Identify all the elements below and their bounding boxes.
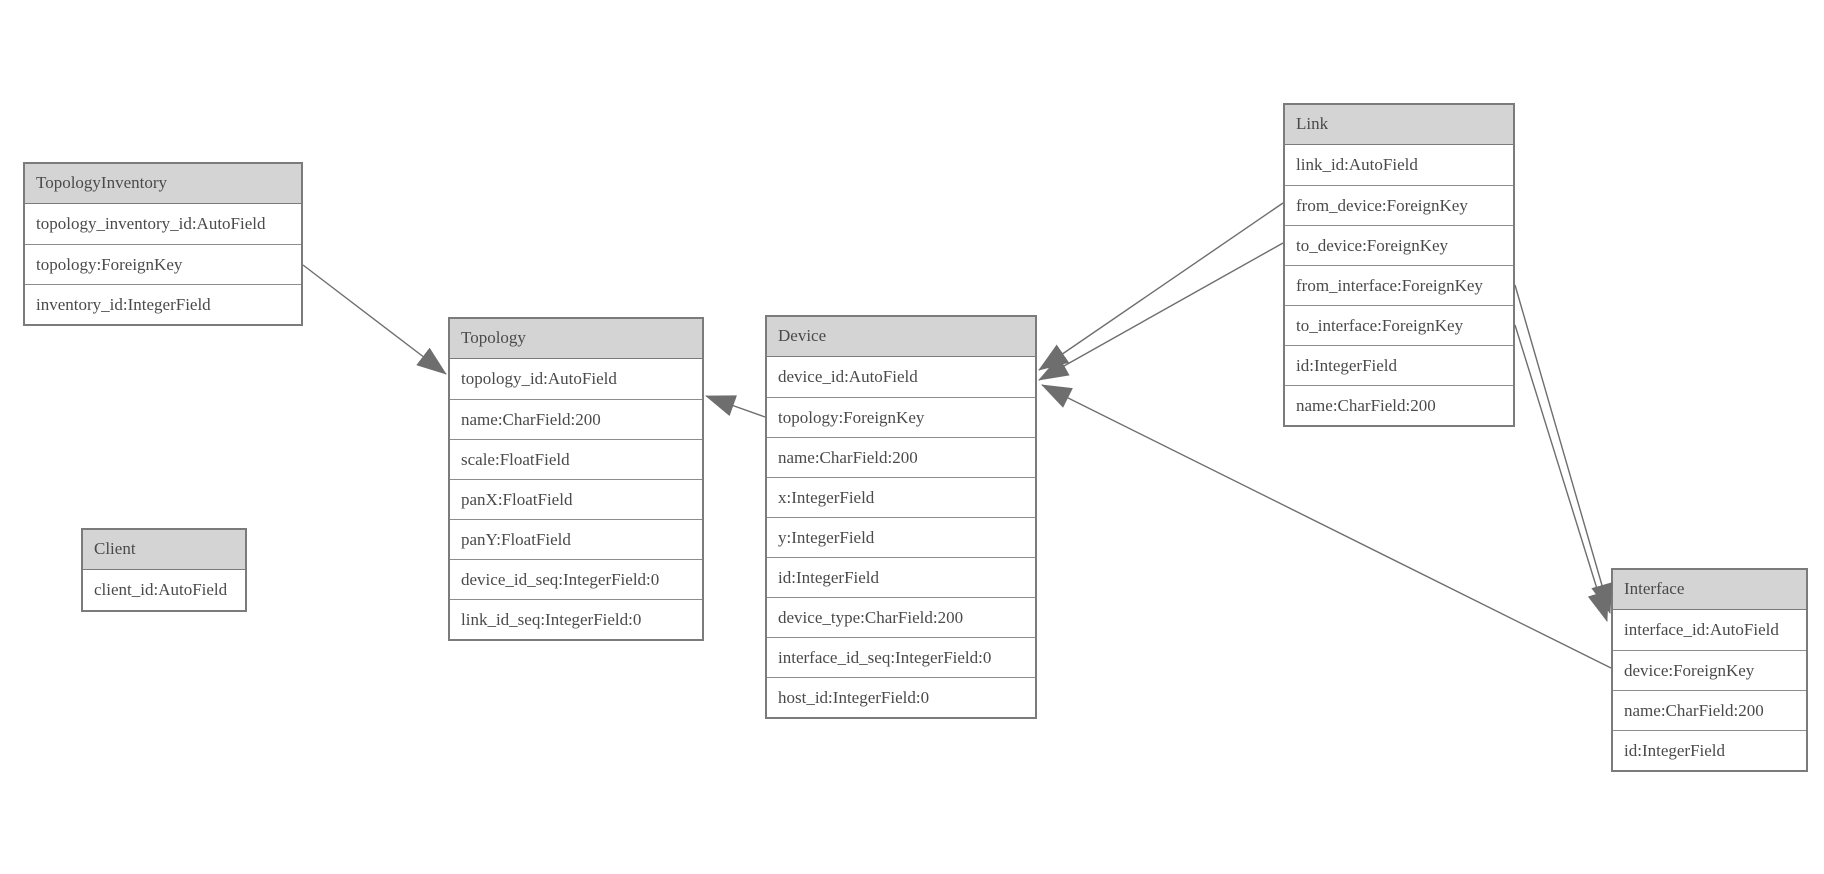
entity-field-row: link_id:AutoField (1285, 145, 1513, 185)
relation-link-from-interface-to-interface (1514, 284, 1613, 614)
relation-link-to-device-to-device (1038, 242, 1284, 381)
entity-field-row: scale:FloatField (450, 439, 702, 479)
relation-device-topology-to-topology (705, 395, 766, 418)
entity-field-row: to_interface:ForeignKey (1285, 305, 1513, 345)
entity-field-row: panX:FloatField (450, 479, 702, 519)
entity-title: Client (83, 530, 245, 570)
entity-field-row: name:CharField:200 (767, 437, 1035, 477)
entity-field-row: host_id:IntegerField:0 (767, 677, 1035, 717)
entity-field-row: from_device:ForeignKey (1285, 185, 1513, 225)
entity-field-row: topology:ForeignKey (767, 397, 1035, 437)
entity-field-row: y:IntegerField (767, 517, 1035, 557)
entity-field-row: topology_id:AutoField (450, 359, 702, 399)
entity-field-row: name:CharField:200 (450, 399, 702, 439)
relation-topology-inventory-topology-to-topology (302, 264, 447, 375)
entity-title: Interface (1613, 570, 1806, 610)
entity-field-row: device_type:CharField:200 (767, 597, 1035, 637)
entity-title: TopologyInventory (25, 164, 301, 204)
entity-field-row: link_id_seq:IntegerField:0 (450, 599, 702, 639)
entity-field-row: device_id_seq:IntegerField:0 (450, 559, 702, 599)
entity-field-row: id:IntegerField (1285, 345, 1513, 385)
entity-field-row: id:IntegerField (1613, 730, 1806, 770)
relation-link-from-device-to-device (1038, 202, 1284, 371)
entity-title: Topology (450, 319, 702, 359)
entity-field-row: to_device:ForeignKey (1285, 225, 1513, 265)
relation-interface-device-to-device (1041, 384, 1612, 669)
entity-field-row: topology:ForeignKey (25, 244, 301, 284)
entity-field-row: device_id:AutoField (767, 357, 1035, 397)
relation-link-to-interface-to-interface (1514, 324, 1609, 622)
entity-field-row: inventory_id:IntegerField (25, 284, 301, 324)
entity-field-row: name:CharField:200 (1285, 385, 1513, 425)
entity-field-row: interface_id_seq:IntegerField:0 (767, 637, 1035, 677)
entity-field-row: client_id:AutoField (83, 570, 245, 610)
entity-field-row: interface_id:AutoField (1613, 610, 1806, 650)
entity-field-row: topology_inventory_id:AutoField (25, 204, 301, 244)
entity-title: Device (767, 317, 1035, 357)
entity-field-row: panY:FloatField (450, 519, 702, 559)
entity-field-row: name:CharField:200 (1613, 690, 1806, 730)
entity-title: Link (1285, 105, 1513, 145)
entity-field-row: from_interface:ForeignKey (1285, 265, 1513, 305)
entity-field-row: x:IntegerField (767, 477, 1035, 517)
entity-field-row: device:ForeignKey (1613, 650, 1806, 690)
entity-field-row: id:IntegerField (767, 557, 1035, 597)
